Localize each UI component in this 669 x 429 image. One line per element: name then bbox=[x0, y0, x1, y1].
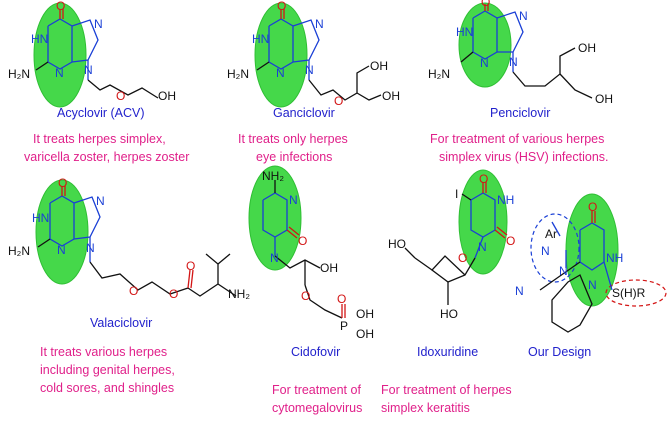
atom-n: N bbox=[480, 56, 489, 70]
atom-hn: HN bbox=[32, 211, 49, 225]
atom-h2n: H₂N bbox=[8, 244, 30, 258]
valaciclovir-structure: O HN N N N H₂N O O O NH₂ bbox=[8, 176, 250, 301]
atom-n: N bbox=[270, 251, 279, 265]
atom-o: O bbox=[56, 0, 65, 13]
compound-description: cytomegalovirus bbox=[272, 401, 362, 415]
atom-n: N bbox=[515, 284, 524, 298]
cidofovir-highlight bbox=[248, 165, 302, 271]
atom-n: N bbox=[305, 63, 314, 77]
atom-o: O bbox=[169, 287, 178, 301]
atom-n: N bbox=[478, 240, 487, 254]
valaciclovir-highlight bbox=[35, 179, 89, 285]
atom-n: N bbox=[541, 244, 550, 258]
atom-o: O bbox=[116, 89, 125, 103]
atom-hn: HN bbox=[456, 25, 473, 39]
atom-nh: NH bbox=[497, 193, 514, 207]
compound-name: Ganciclovir bbox=[273, 106, 335, 120]
atom-n: N bbox=[57, 243, 66, 257]
atom-o: O bbox=[588, 200, 597, 214]
ganciclovir-structure: O HN N N N H₂N O OH OH bbox=[227, 0, 400, 108]
ganciclovir-highlight bbox=[254, 2, 308, 108]
atom-oh: OH bbox=[382, 89, 400, 103]
compound-description: For treatment of bbox=[272, 383, 361, 397]
compound-description: It treats various herpes bbox=[40, 345, 167, 359]
compound-description: cold sores, and shingles bbox=[40, 381, 174, 395]
atom-h2n: H₂N bbox=[8, 67, 30, 81]
atom-ho: HO bbox=[440, 307, 458, 321]
atom-h2n: H₂N bbox=[227, 67, 249, 81]
atom-nh2: NH₂ bbox=[262, 169, 284, 183]
idoxuridine-highlight bbox=[458, 169, 508, 275]
atom-n: N bbox=[55, 66, 64, 80]
aryl-hydrazone-dashed-oval bbox=[530, 213, 580, 283]
our-design-structure: Ar N N N O NH N S(H)R bbox=[515, 193, 667, 333]
atom-o: O bbox=[337, 292, 346, 306]
atom-o: O bbox=[481, 0, 490, 9]
atom-o: O bbox=[58, 176, 67, 190]
penciclovir-structure: O HN N N N H₂N OH OH bbox=[428, 0, 613, 106]
atom-nh: NH bbox=[606, 251, 623, 265]
atom-n: N bbox=[289, 193, 298, 207]
cidofovir-structure: NH₂ N O N OH O O P OH OH bbox=[248, 165, 374, 341]
compound-description: simplex virus (HSV) infections. bbox=[439, 150, 609, 164]
atom-oh: OH bbox=[578, 41, 596, 55]
atom-o: O bbox=[129, 284, 138, 298]
atom-oh: OH bbox=[595, 92, 613, 106]
compound-name: Our Design bbox=[528, 345, 591, 359]
atom-n: N bbox=[559, 264, 568, 278]
atom-oh: OH bbox=[158, 89, 176, 103]
atom-i: I bbox=[455, 187, 458, 201]
atom-n: N bbox=[94, 17, 103, 31]
atom-n: N bbox=[509, 55, 518, 69]
atom-n: N bbox=[315, 17, 324, 31]
penciclovir-highlight bbox=[458, 2, 512, 88]
atom-o: O bbox=[479, 172, 488, 186]
atom-o: O bbox=[298, 234, 307, 248]
atom-n: N bbox=[96, 194, 105, 208]
atom-h2n: H₂N bbox=[428, 67, 450, 81]
idoxuridine-structure: O I NH O N O HO HO bbox=[388, 169, 515, 321]
acyclovir-structure: O HN N N N H₂N O OH bbox=[8, 0, 176, 108]
atom-n: N bbox=[588, 278, 597, 292]
compound-description: including genital herpes, bbox=[40, 363, 175, 377]
atom-o: O bbox=[334, 94, 343, 108]
atom-n: N bbox=[519, 9, 528, 23]
atom-p: P bbox=[340, 319, 348, 333]
atom-n: N bbox=[84, 63, 93, 77]
acyclovir-highlight bbox=[33, 2, 87, 108]
compound-description: It treats only herpes bbox=[238, 132, 348, 146]
compound-name: Idoxuridine bbox=[417, 345, 478, 359]
atom-sr: S(H)R bbox=[612, 286, 646, 300]
atom-o: O bbox=[277, 0, 286, 13]
compound-description: For treatment of various herpes bbox=[430, 132, 604, 146]
atom-oh: OH bbox=[356, 307, 374, 321]
compound-name: Acyclovir (ACV) bbox=[57, 106, 145, 120]
atom-n: N bbox=[86, 241, 95, 255]
atom-o: O bbox=[301, 289, 310, 303]
compound-name: Valaciclovir bbox=[90, 316, 152, 330]
compound-description: varicella zoster, herpes zoster bbox=[24, 150, 189, 164]
atom-ar: Ar bbox=[545, 227, 557, 241]
atom-n: N bbox=[276, 66, 285, 80]
atom-o: O bbox=[458, 251, 467, 265]
atom-ho: HO bbox=[388, 237, 406, 251]
compound-description: For treatment of herpes bbox=[381, 383, 512, 397]
compound-description: eye infections bbox=[256, 150, 332, 164]
thioether-dashed-oval bbox=[605, 279, 667, 307]
atom-oh: OH bbox=[320, 261, 338, 275]
atom-nh2: NH₂ bbox=[228, 287, 250, 301]
atom-hn: HN bbox=[31, 32, 48, 46]
atom-hn: HN bbox=[252, 32, 269, 46]
compound-description: simplex keratitis bbox=[381, 401, 470, 415]
atom-o: O bbox=[506, 234, 515, 248]
compound-name: Cidofovir bbox=[291, 345, 340, 359]
atom-oh: OH bbox=[370, 59, 388, 73]
atom-oh: OH bbox=[356, 327, 374, 341]
atom-o: O bbox=[186, 259, 195, 273]
compound-description: It treats herpes simplex, bbox=[33, 132, 166, 146]
compound-name: Penciclovir bbox=[490, 106, 550, 120]
